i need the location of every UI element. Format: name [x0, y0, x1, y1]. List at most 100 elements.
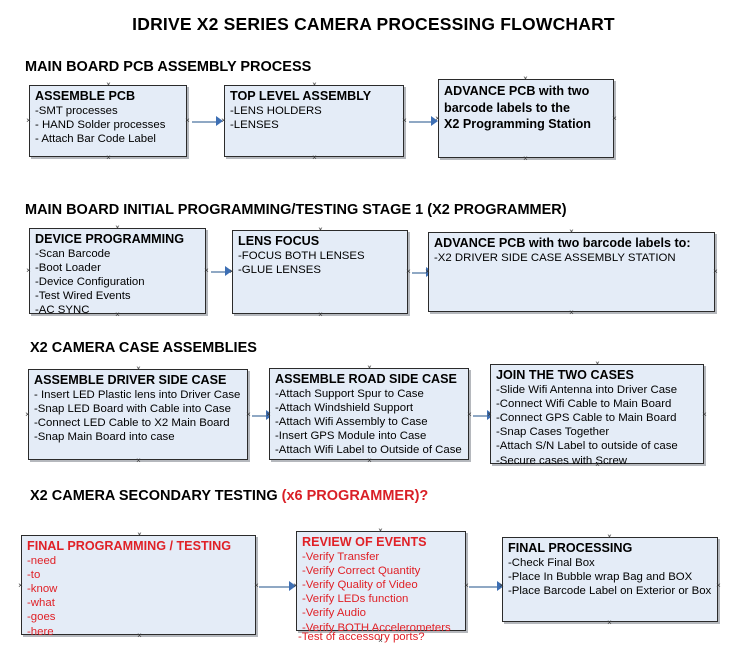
node-lens-focus[interactable]: LENS FOCUS -FOCUS BOTH LENSES -GLUE LENS…	[232, 230, 408, 314]
node-line: -Scan Barcode	[35, 247, 111, 260]
node-body: -X2 DRIVER SIDE CASE ASSEMBLY STATION	[434, 251, 709, 265]
connector-line	[259, 586, 291, 588]
selection-handle-icon[interactable]	[594, 360, 601, 367]
selection-handle-icon[interactable]	[265, 411, 272, 418]
selection-handle-icon[interactable]	[611, 115, 618, 122]
node-line: -Attach Wifi Label to Outside of Case	[275, 444, 462, 457]
node-final-processing[interactable]: FINAL PROCESSING -Check Final Box -Place…	[502, 537, 718, 622]
selection-handle-icon[interactable]	[366, 457, 373, 464]
node-title: ASSEMBLE PCB	[35, 89, 136, 103]
selection-handle-icon[interactable]	[105, 154, 112, 161]
node-line: -Connect LED Cable to X2 Main Board	[34, 416, 230, 429]
selection-handle-icon[interactable]	[522, 75, 529, 82]
node-line: -Insert GPS Module into Case	[275, 430, 427, 443]
connector-line	[412, 272, 428, 274]
node-overflow-line: -Test of accessory ports?	[298, 631, 425, 643]
selection-handle-icon[interactable]	[311, 154, 318, 161]
selection-handle-icon[interactable]	[424, 268, 431, 275]
selection-handle-icon[interactable]	[486, 411, 493, 418]
page-title: IDRIVE X2 SERIES CAMERA PROCESSING FLOWC…	[132, 14, 615, 34]
node-line: -Verify LEDs function	[302, 593, 409, 606]
node-final-programming-testing[interactable]: FINAL PROGRAMMING / TESTING -need -to -k…	[21, 535, 256, 638]
node-join-the-two-cases[interactable]: JOIN THE TWO CASES -Slide Wifi Antenna i…	[490, 364, 704, 467]
node-body: -Scan Barcode -Boot Loader -Device Confi…	[35, 247, 200, 318]
selection-handle-icon[interactable]	[568, 309, 575, 316]
selection-handle-icon[interactable]	[136, 531, 143, 538]
node-line: -Verify Audio	[302, 607, 366, 620]
node-line: -Test Wired Events	[35, 290, 131, 303]
selection-handle-icon[interactable]	[317, 226, 324, 233]
node-line: -Slide Wifi Antenna into Driver Case	[496, 383, 678, 396]
node-line: -AC SYNC	[35, 304, 90, 317]
node-line: -Snap LED Board with Cable into Case	[34, 402, 231, 415]
selection-handle-icon[interactable]	[228, 268, 235, 275]
selection-handle-icon[interactable]	[606, 619, 613, 626]
node-line: -LENS HOLDERS	[230, 104, 322, 117]
selection-handle-icon[interactable]	[311, 81, 318, 88]
node-title: TOP LEVEL ASSEMBLY	[230, 89, 372, 103]
node-top-level-assembly[interactable]: TOP LEVEL ASSEMBLY -LENS HOLDERS -LENSES	[224, 85, 404, 157]
node-line: -SMT processes	[35, 104, 118, 117]
selection-handle-icon[interactable]	[24, 411, 31, 418]
node-title-line: ADVANCE PCB with two	[444, 84, 590, 98]
selection-handle-icon[interactable]	[105, 81, 112, 88]
selection-handle-icon[interactable]	[17, 582, 24, 589]
selection-handle-icon[interactable]	[701, 411, 708, 418]
node-line: - Attach Bar Code Label	[35, 132, 156, 145]
node-title-line: X2 Programming Station	[444, 117, 591, 131]
node-assemble-pcb[interactable]: ASSEMBLE PCB -SMT processes - HAND Solde…	[29, 85, 187, 157]
node-body: -Slide Wifi Antenna into Driver Case -Co…	[496, 383, 698, 468]
node-line: -what	[27, 597, 55, 610]
selection-handle-icon[interactable]	[522, 155, 529, 162]
selection-handle-icon[interactable]	[366, 364, 373, 371]
section-heading-x2-camera-secondary-testing: X2 CAMERA SECONDARY TESTING (x6 PROGRAMM…	[30, 488, 428, 504]
selection-handle-icon[interactable]	[712, 268, 719, 275]
node-title: FINAL PROCESSING	[508, 541, 633, 555]
node-line: -Check Final Box	[508, 556, 595, 569]
selection-handle-icon[interactable]	[114, 224, 121, 231]
selection-handle-icon[interactable]	[434, 115, 441, 122]
selection-handle-icon[interactable]	[405, 268, 412, 275]
node-body: -Verify Transfer -Verify Correct Quantit…	[302, 550, 460, 635]
connector-line	[252, 415, 268, 417]
connector-line	[469, 586, 499, 588]
connector-line	[192, 121, 218, 123]
selection-handle-icon[interactable]	[498, 582, 505, 589]
node-line: -Attach Wifi Assembly to Case	[275, 415, 428, 428]
node-advance-pcb-programming-station[interactable]: ADVANCE PCB with two barcode labels to t…	[438, 79, 614, 158]
selection-handle-icon[interactable]	[401, 117, 408, 124]
node-advance-pcb-driver-side-case[interactable]: ADVANCE PCB with two barcode labels to: …	[428, 232, 715, 312]
node-assemble-driver-side-case[interactable]: ASSEMBLE DRIVER SIDE CASE - Insert LED P…	[28, 369, 248, 460]
node-line: -Verify Transfer	[302, 550, 380, 563]
selection-handle-icon[interactable]	[377, 527, 384, 534]
selection-handle-icon[interactable]	[184, 117, 191, 124]
node-body: -FOCUS BOTH LENSES -GLUE LENSES	[238, 249, 402, 277]
selection-handle-icon[interactable]	[292, 582, 299, 589]
node-device-programming[interactable]: DEVICE PROGRAMMING -Scan Barcode -Boot L…	[29, 228, 206, 316]
node-review-of-events[interactable]: REVIEW OF EVENTS -Verify Transfer -Verif…	[296, 531, 466, 634]
node-body: -need -to -know -what -goes -here	[27, 554, 250, 639]
selection-handle-icon[interactable]	[466, 411, 473, 418]
selection-handle-icon[interactable]	[220, 117, 227, 124]
selection-handle-icon[interactable]	[377, 637, 384, 644]
selection-handle-icon[interactable]	[135, 457, 142, 464]
selection-handle-icon[interactable]	[25, 117, 32, 124]
node-title: ASSEMBLE DRIVER SIDE CASE	[34, 373, 227, 387]
selection-handle-icon[interactable]	[606, 533, 613, 540]
selection-handle-icon[interactable]	[245, 411, 252, 418]
selection-handle-icon[interactable]	[568, 228, 575, 235]
selection-handle-icon[interactable]	[594, 461, 601, 468]
section-heading-text: MAIN BOARD INITIAL PROGRAMMING/TESTING S…	[25, 202, 567, 218]
selection-handle-icon[interactable]	[114, 311, 121, 318]
node-body: - Insert LED Plastic lens into Driver Ca…	[34, 388, 242, 445]
node-assemble-road-side-case[interactable]: ASSEMBLE ROAD SIDE CASE -Attach Support …	[269, 368, 469, 460]
selection-handle-icon[interactable]	[203, 267, 210, 274]
selection-handle-icon[interactable]	[135, 365, 142, 372]
selection-handle-icon[interactable]	[136, 632, 143, 639]
selection-handle-icon[interactable]	[317, 311, 324, 318]
selection-handle-icon[interactable]	[25, 267, 32, 274]
node-line: -Connect Wifi Cable to Main Board	[496, 397, 672, 410]
selection-handle-icon[interactable]	[715, 582, 722, 589]
node-title: ADVANCE PCB with two barcode labels to:	[434, 236, 691, 250]
